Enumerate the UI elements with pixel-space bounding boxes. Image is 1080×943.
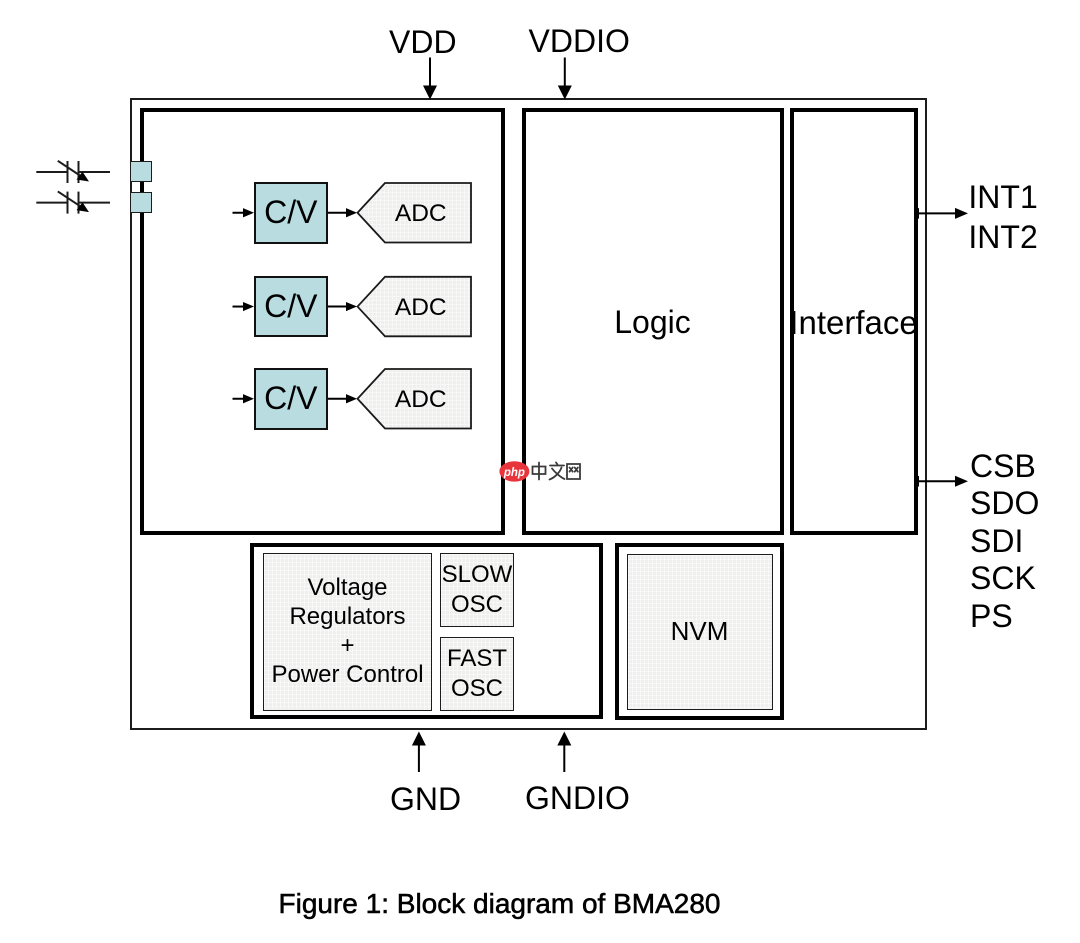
svg-text:php: php [503, 467, 525, 479]
